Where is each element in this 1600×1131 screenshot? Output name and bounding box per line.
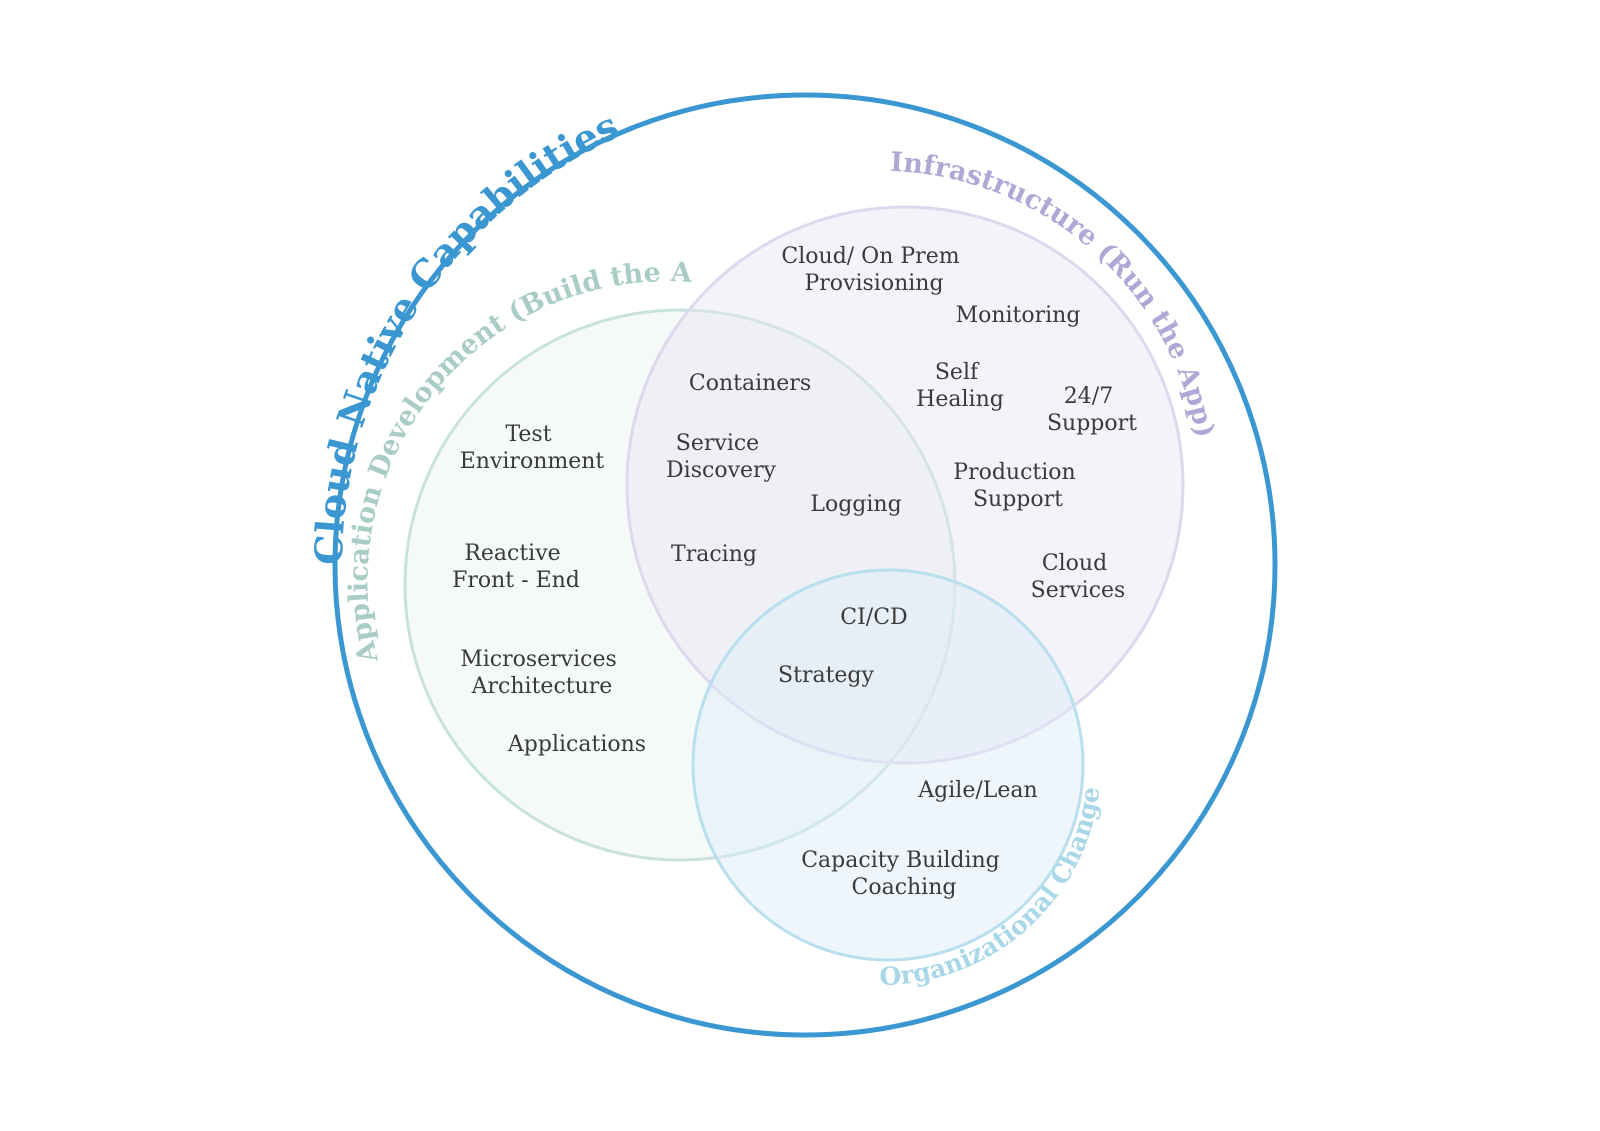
microservices-item: Microservices Architecture bbox=[460, 647, 624, 699]
cloud-prov-item: Cloud/ On Prem Provisioning bbox=[781, 244, 966, 296]
appdev-circle bbox=[403, 308, 957, 862]
self-healing-item: Self Healing bbox=[916, 360, 1004, 412]
capability-items: Cloud/ On Prem Provisioning Monitoring S… bbox=[452, 244, 1137, 900]
cicd-item: CI/CD bbox=[840, 605, 907, 630]
tracing-item: Tracing bbox=[671, 542, 757, 567]
reactive-item: Reactive Front - End bbox=[452, 541, 580, 593]
prod-support-item: Production Support bbox=[953, 460, 1082, 512]
strategy-item: Strategy bbox=[778, 663, 874, 688]
org-circle bbox=[691, 568, 1085, 962]
monitoring-item: Monitoring bbox=[956, 303, 1081, 328]
containers-item: Containers bbox=[689, 371, 811, 396]
agile-item: Agile/Lean bbox=[917, 778, 1037, 803]
applications-item: Applications bbox=[507, 732, 646, 757]
outer-circle bbox=[332, 92, 1278, 1038]
capacity-item: Capacity Building Coaching bbox=[801, 848, 1007, 900]
logging-item: Logging bbox=[810, 492, 901, 517]
support-247-item: 24/7 Support bbox=[1047, 384, 1137, 436]
infrastructure-circle bbox=[625, 205, 1185, 765]
cloud-services-item: Cloud Services bbox=[1031, 551, 1126, 603]
service-disc-item: Service Discovery bbox=[666, 431, 776, 483]
test-env-item: Test Environment bbox=[460, 422, 605, 474]
